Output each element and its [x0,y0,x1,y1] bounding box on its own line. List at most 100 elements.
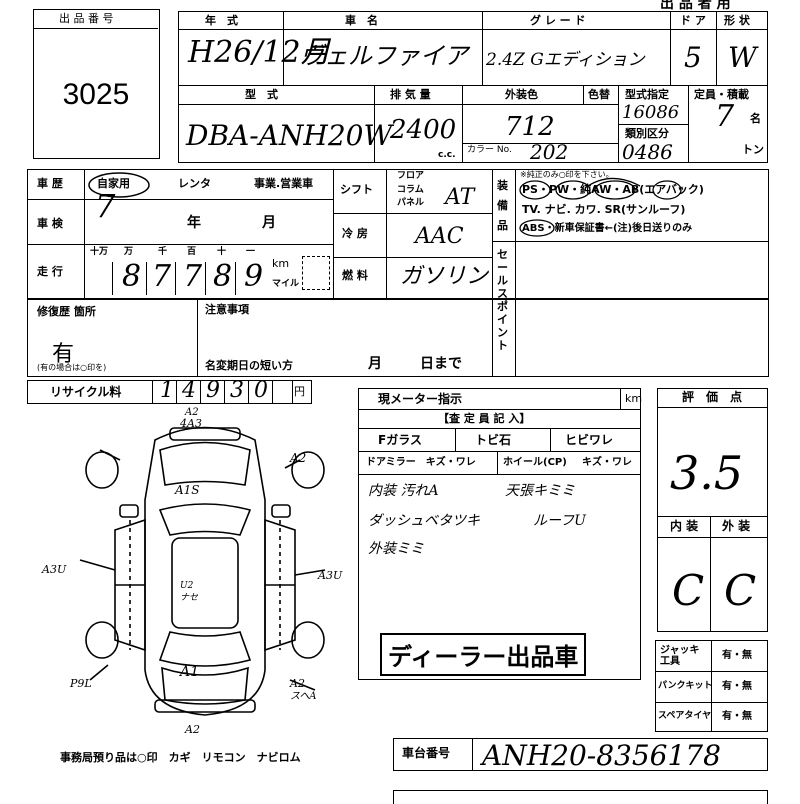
damage-mark: A1 [180,664,200,680]
recycle-digit: 1 [160,378,174,403]
color-label: 外装色 [505,88,538,101]
class-value: 0486 [622,140,673,164]
damage-mark: ナセ [180,593,199,603]
damage-mark: A2 [185,407,199,418]
lot-label: 出 品 番 号 [59,12,114,25]
inspector-box [358,388,641,680]
dealer-stamp: ディーラー出品車 [380,633,587,676]
top-right-title: 出 品 者 用 [660,0,731,12]
spare-option: 有・無 [722,711,752,722]
mileage-unit: 万 [124,247,134,257]
mileage-unit: 十万 [90,247,109,257]
recycle-label: リサイクル料 [50,385,122,399]
history-private: 自家用 [97,177,130,190]
damage-mark: A2 [290,677,305,690]
mileage-digit: 7 [183,259,203,294]
damage-mark: 4A3 [180,417,202,430]
shape-label: 形 状 [724,14,750,27]
meter-label: 現メーター指示 [378,392,463,406]
year-label: 年 式 [205,14,238,27]
mileage-digit: 9 [244,259,264,294]
recycle-digit: 0 [254,378,268,403]
inspector-note-1: 内装 汚れA [368,483,439,499]
jack-label: ジャッキ工具 [660,645,700,667]
history-box [27,169,769,299]
year-value: H26/12月 [188,35,331,70]
km-label: km [272,257,290,270]
damage-mark: A3U [318,569,343,582]
name-change-month: 月 [368,356,382,372]
mileage-digit: 8 [122,259,142,294]
equipment-line1: PS・PW・純AW・AB(エアバック) [522,183,704,196]
exterior-value: C [724,566,757,615]
mileage-digit: 7 [152,259,172,294]
name-change-label: 名変期日の短い方 [205,359,293,372]
chassis-value: ANH20-8356178 [482,739,721,772]
spare-label: スペアタイヤ [658,711,712,721]
name-change-day: 日まで [420,356,462,372]
fglass-label: Fガラス [378,433,422,447]
exterior-label: 外 装 [722,519,751,533]
cc-label: 排 気 量 [390,88,431,101]
diagram-footer: 事務局預り品は○印 カギ リモコン ナビロム [60,751,301,764]
inspection-mark: 7 [95,187,116,225]
interior-label: 内 装 [670,519,699,533]
puncture-option: 有・無 [722,681,752,692]
equipment-line2: TV. ナビ. カワ. SR(サンルーフ) [522,203,686,216]
class-label: 類別区分 [625,127,669,140]
grade-label: グ レ ー ド [530,14,586,27]
rating-score: 3.5 [670,446,744,500]
tobi-label: トビ石 [475,433,512,447]
door-value: 5 [684,41,702,74]
wheel-value: キズ・ワレ [582,457,632,468]
colorno-label: カラー No. [467,145,512,155]
name-label: 車 名 [345,14,378,27]
mile-label: マイル [272,279,300,289]
door-label: ド ア [680,14,706,27]
fuel-value: ガソリン [400,264,489,289]
chassis-box [393,738,768,771]
damage-mark: U2 [180,581,194,591]
mileage-unit: 一 [246,247,256,257]
puncture-label: パンクキット [658,681,713,691]
interior-value: C [672,566,705,615]
recycle-digit: 9 [206,378,220,403]
shift-value: AT [445,185,475,210]
capacity-unit: 名 [750,112,761,125]
equipment-label: 装備品 [497,179,508,232]
jack-option: 有・無 [722,650,752,661]
shift-label: シフト [340,183,373,196]
aircon-value: AAC [415,224,464,249]
rating-box [657,388,768,632]
capacity-label: 定員・積載 [694,88,749,101]
shift-column: コラム [397,185,424,195]
repair-box [27,299,769,377]
inspector-note-2: 天張キミミ [505,483,575,499]
recycle-digit: 4 [182,378,196,403]
history-label: 車 歴 [37,177,63,190]
type-spec-label: 型式指定 [625,88,669,101]
repair-label: 修復歴 箇所 [37,305,96,318]
damage-mark: スヘA [290,691,317,702]
recycle-digit: 3 [230,378,244,403]
mileage-label: 走 行 [37,265,63,278]
repair-note: (有の場合は○印を) [37,363,107,372]
inspector-label: 【査 定 員 記 入】 [438,412,531,425]
car-diagram [79,426,326,716]
vehicle-info-box [178,11,768,163]
bottom-box [393,790,768,804]
damage-mark: A3U [42,563,67,576]
equipment-note: ※純正のみ○印を下さい。 [520,170,614,179]
inspection-label: 車 検 [37,217,63,230]
cc-unit: c.c. [438,150,456,160]
chassis-label: 車台番号 [402,746,451,760]
inspection-month: 月 [262,215,276,231]
repair-value: 有 [52,342,75,367]
hibi-label: ヒビワレ [565,433,614,447]
inspector-note-3: ダッシュベタツキ [368,513,480,529]
aircon-label: 冷 房 [342,227,368,240]
inspector-note-5: 外装ミミ [368,541,424,557]
history-circle [88,172,150,198]
fuel-label: 燃 料 [342,269,368,282]
mileage-digit: 8 [213,259,233,294]
